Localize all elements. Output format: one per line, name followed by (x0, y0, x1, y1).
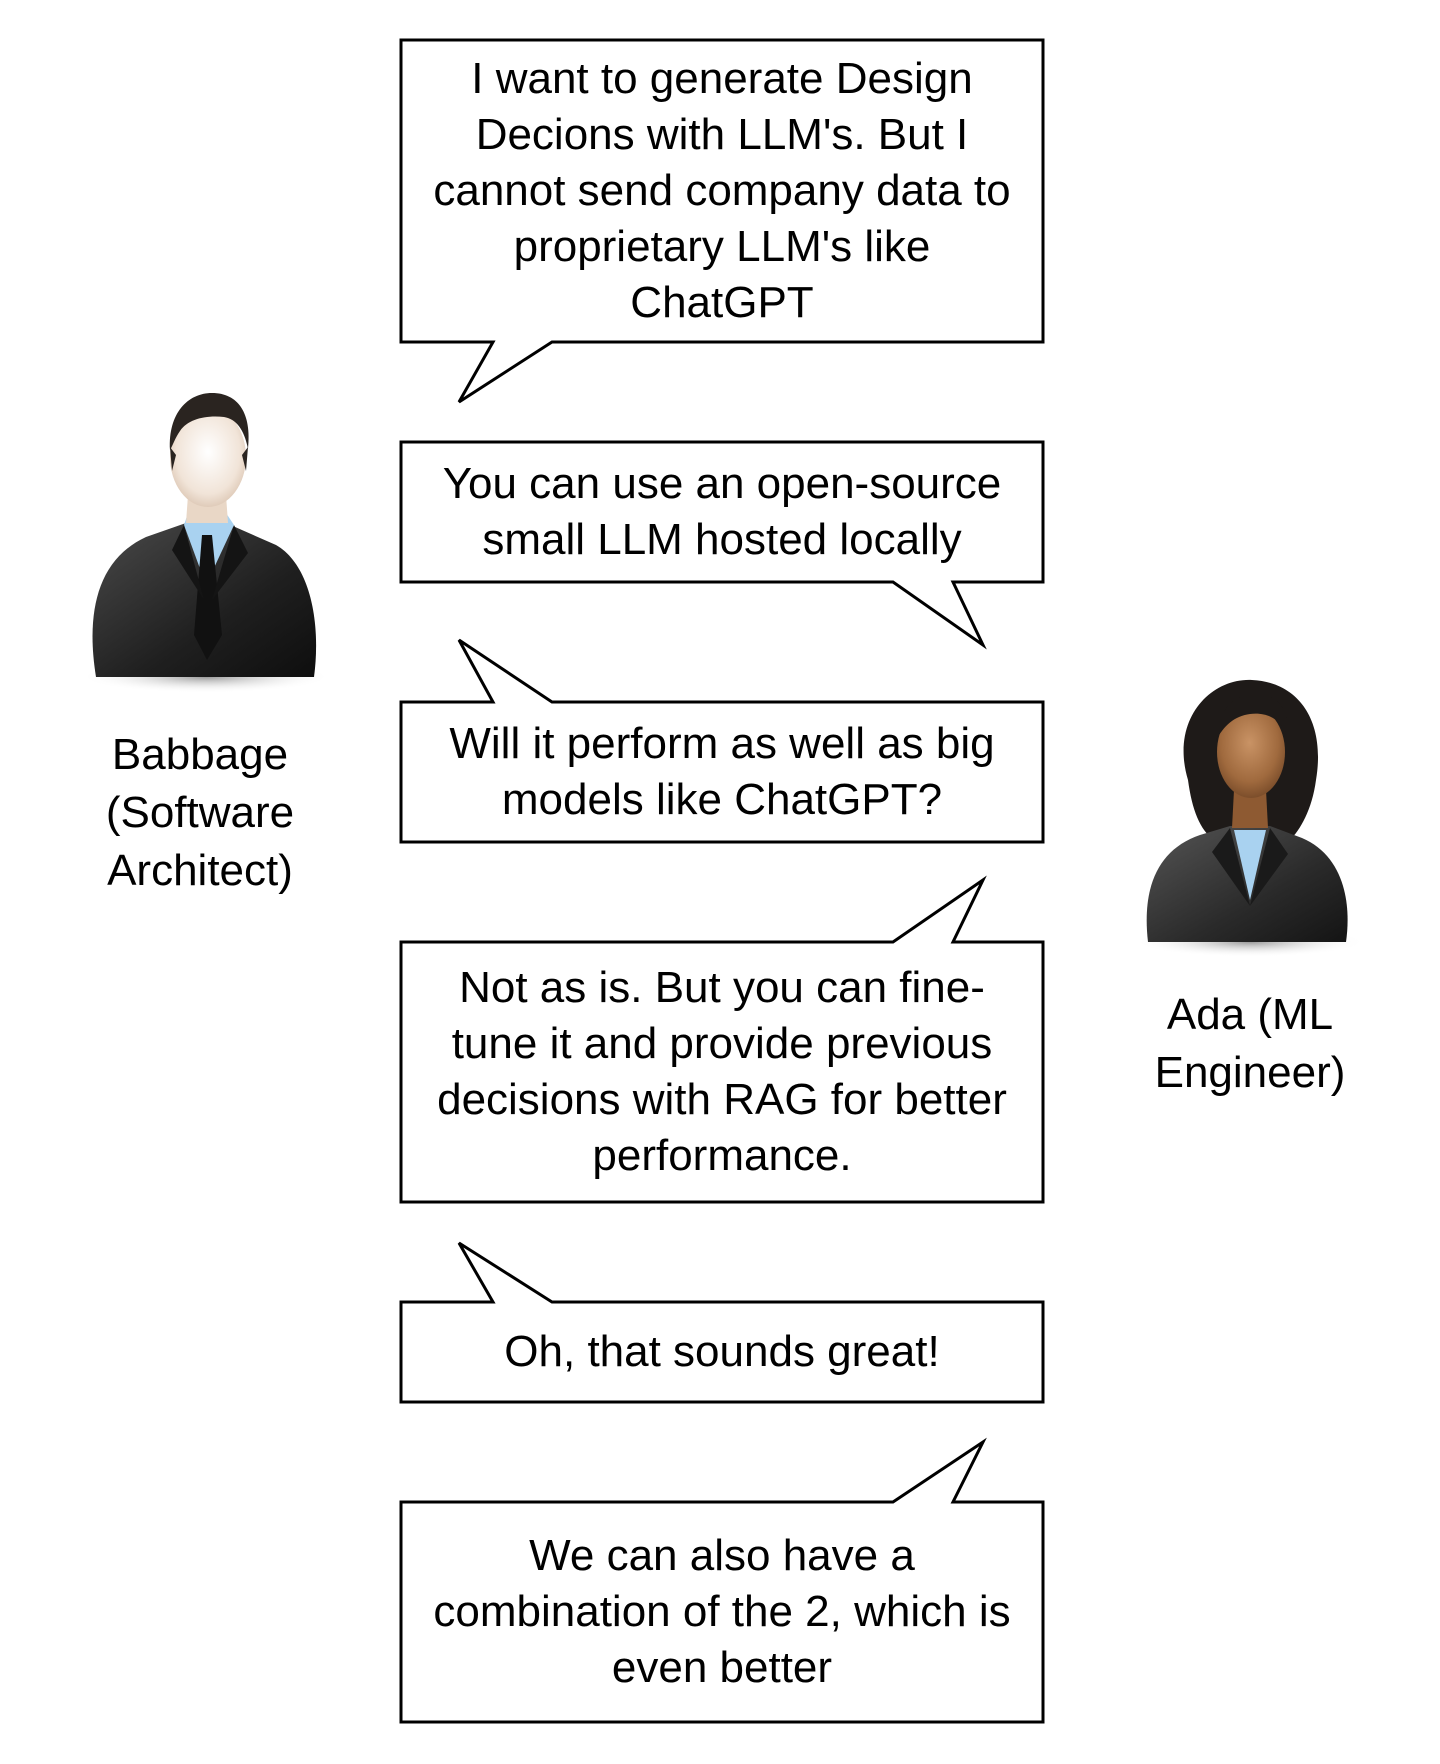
speech-bubble-6 (399, 1437, 1045, 1724)
speech-bubble-5 (399, 1241, 1045, 1404)
message-6-text: We can also have a combination of the 2,… (401, 1502, 1043, 1722)
message-4-text: Not as is. But you can fine- tune it and… (401, 942, 1043, 1202)
speech-bubble-2 (399, 440, 1045, 650)
message-4-line: decisions with RAG for better (437, 1075, 1007, 1124)
message-3-line: models like ChatGPT? (501, 775, 943, 824)
message-1-line: Decions with LLM's. But I (475, 110, 969, 159)
message-6-line: combination of the 2, which is (433, 1587, 1011, 1636)
message-5-line: Oh, that sounds great! (504, 1327, 940, 1376)
message-6-line: even better (611, 1643, 833, 1692)
message-4-line: performance. (592, 1131, 852, 1180)
babbage-label: Babbage (Software Architect) (60, 726, 340, 900)
message-1-line: ChatGPT (630, 278, 814, 327)
speech-bubble-1 (399, 38, 1045, 404)
message-1-line: proprietary LLM's like (513, 222, 931, 271)
babbage-name: Babbage (111, 730, 289, 779)
babbage-role-line1: (Software (105, 788, 295, 837)
message-1-line: cannot send company data to (433, 166, 1011, 215)
message-4-line: Not as is. But you can fine- (459, 963, 985, 1012)
speech-bubble-3 (399, 638, 1045, 844)
babbage-avatar-icon (81, 393, 331, 693)
ada-avatar-icon (1135, 679, 1365, 957)
message-5-text: Oh, that sounds great! (401, 1302, 1043, 1402)
ada-name: Ada (ML (1166, 990, 1334, 1039)
message-2-line: small LLM hosted locally (482, 515, 962, 564)
message-2-text: You can use an open-source small LLM hos… (401, 442, 1043, 582)
ada-label: Ada (ML Engineer) (1120, 986, 1380, 1102)
babbage-role-line2: Architect) (107, 846, 293, 895)
message-1-text: I want to generate Design Decions with L… (401, 40, 1043, 342)
speech-bubble-4 (399, 875, 1045, 1204)
message-6-line: We can also have a (529, 1531, 915, 1580)
message-3-text: Will it perform as well as big models li… (401, 702, 1043, 842)
message-2-line: You can use an open-source (442, 459, 1002, 508)
message-3-line: Will it perform as well as big (449, 719, 995, 768)
ada-role: Engineer) (1154, 1048, 1346, 1097)
message-1-line: I want to generate Design (471, 54, 973, 103)
message-4-line: tune it and provide previous (451, 1019, 993, 1068)
